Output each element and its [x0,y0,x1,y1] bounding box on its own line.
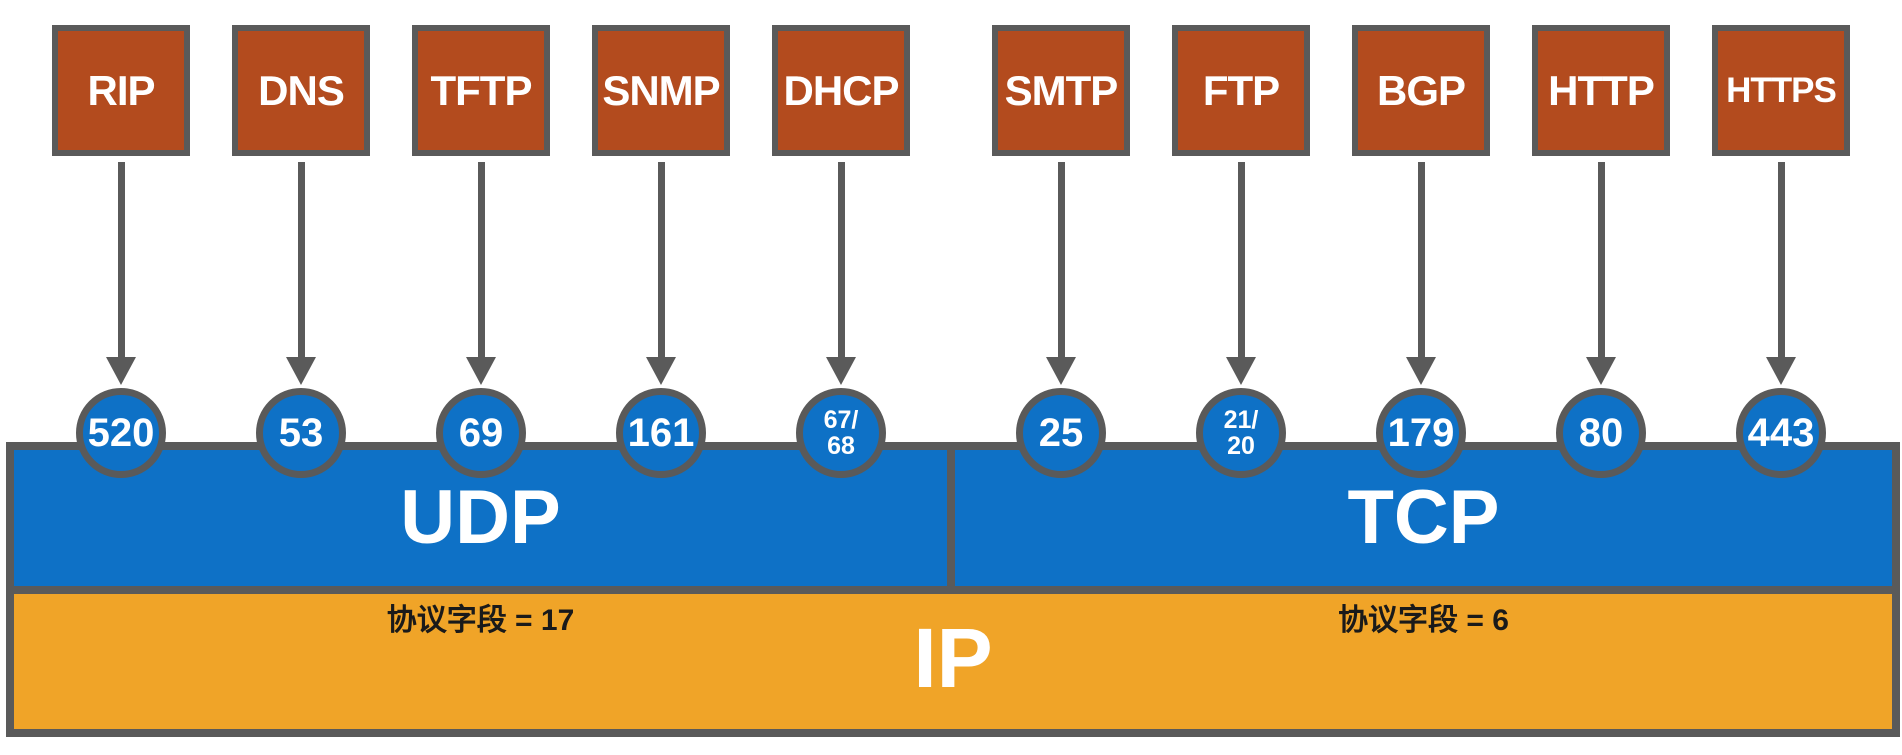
protocol-label-http: HTTP [1548,66,1655,114]
port-badge-snmp: 161 [616,388,706,478]
protocol-field-udp: 协议字段 = 17 [386,604,575,637]
protocol-label-dhcp: DHCP [783,66,899,114]
protocol-box-dns: DNS [232,25,370,156]
port-number-bgp: 179 [1387,411,1455,455]
protocol-column-bgp: BGP 179 [1352,0,1490,755]
port-badge-bgp: 179 [1376,388,1466,478]
protocol-box-https: HTTPS [1712,25,1850,156]
port-badge-dhcp: 67/ 68 [796,388,886,478]
arrow-down-icon [1406,357,1436,385]
protocol-box-rip: RIP [52,25,190,156]
arrow-stem [1597,162,1605,358]
arrow-down-icon [1766,357,1796,385]
protocol-box-bgp: BGP [1352,25,1490,156]
port-badge-tftp: 69 [436,388,526,478]
arrow-stem [117,162,125,358]
arrow-stem [477,162,485,358]
protocol-box-snmp: SNMP [592,25,730,156]
protocol-label-https: HTTPS [1726,71,1837,110]
arrow-stem [297,162,305,358]
protocol-column-smtp: SMTP 25 [992,0,1130,755]
port-number-snmp: 161 [627,411,695,455]
port-badge-dns: 53 [256,388,346,478]
protocol-box-ftp: FTP [1172,25,1310,156]
port-number-tftp: 69 [458,411,504,455]
protocol-label-smtp: SMTP [1004,66,1119,114]
protocol-label-tftp: TFTP [430,66,533,114]
port-badge-rip: 520 [76,388,166,478]
layer-stack: UDP TCP 协议字段 = 17 协议字段 = 6 IP [6,442,1900,737]
protocol-column-https: HTTPS 443 [1712,0,1850,755]
protocol-label-ftp: FTP [1202,66,1280,114]
ip-layer: 协议字段 = 17 协议字段 = 6 IP [14,586,1892,729]
udp-label: UDP [400,475,561,560]
port-number-http: 80 [1578,411,1624,455]
protocol-field-tcp: 协议字段 = 6 [1338,604,1509,637]
protocol-column-dns: DNS 53 [232,0,370,755]
protocol-label-bgp: BGP [1376,66,1466,114]
ip-label: IP [913,611,993,705]
arrow-stem [1237,162,1245,358]
arrow-down-icon [646,357,676,385]
arrow-down-icon [1226,357,1256,385]
protocol-column-ftp: FTP 21/ 20 [1172,0,1310,755]
protocol-box-tftp: TFTP [412,25,550,156]
port-number-https: 443 [1747,411,1815,455]
port-number-rip: 520 [87,411,155,455]
arrow-stem [1057,162,1065,358]
protocol-label-snmp: SNMP [602,66,720,114]
port-number-ftp: 21/ 20 [1223,405,1259,460]
protocol-box-dhcp: DHCP [772,25,910,156]
port-number-dhcp: 67/ 68 [823,405,859,460]
arrow-stem [657,162,665,358]
arrow-down-icon [106,357,136,385]
protocol-column-dhcp: DHCP 67/ 68 [772,0,910,755]
protocol-column-tftp: TFTP 69 [412,0,550,755]
arrow-stem [1777,162,1785,358]
udp-tcp-divider [947,450,955,586]
protocol-label-rip: RIP [87,66,155,114]
port-number-smtp: 25 [1038,411,1084,455]
port-badge-https: 443 [1736,388,1826,478]
arrow-down-icon [466,357,496,385]
protocol-column-snmp: SNMP 161 [592,0,730,755]
port-number-dns: 53 [278,411,324,455]
port-badge-smtp: 25 [1016,388,1106,478]
arrow-down-icon [1586,357,1616,385]
arrow-down-icon [1046,357,1076,385]
port-badge-http: 80 [1556,388,1646,478]
tcp-label: TCP [1347,475,1500,560]
port-badge-ftp: 21/ 20 [1196,388,1286,478]
arrow-stem [837,162,845,358]
protocol-box-smtp: SMTP [992,25,1130,156]
protocol-box-http: HTTP [1532,25,1670,156]
protocol-column-http: HTTP 80 [1532,0,1670,755]
protocol-column-rip: RIP 520 [52,0,190,755]
arrow-down-icon [826,357,856,385]
protocol-label-dns: DNS [258,66,345,114]
arrow-stem [1417,162,1425,358]
arrow-down-icon [286,357,316,385]
